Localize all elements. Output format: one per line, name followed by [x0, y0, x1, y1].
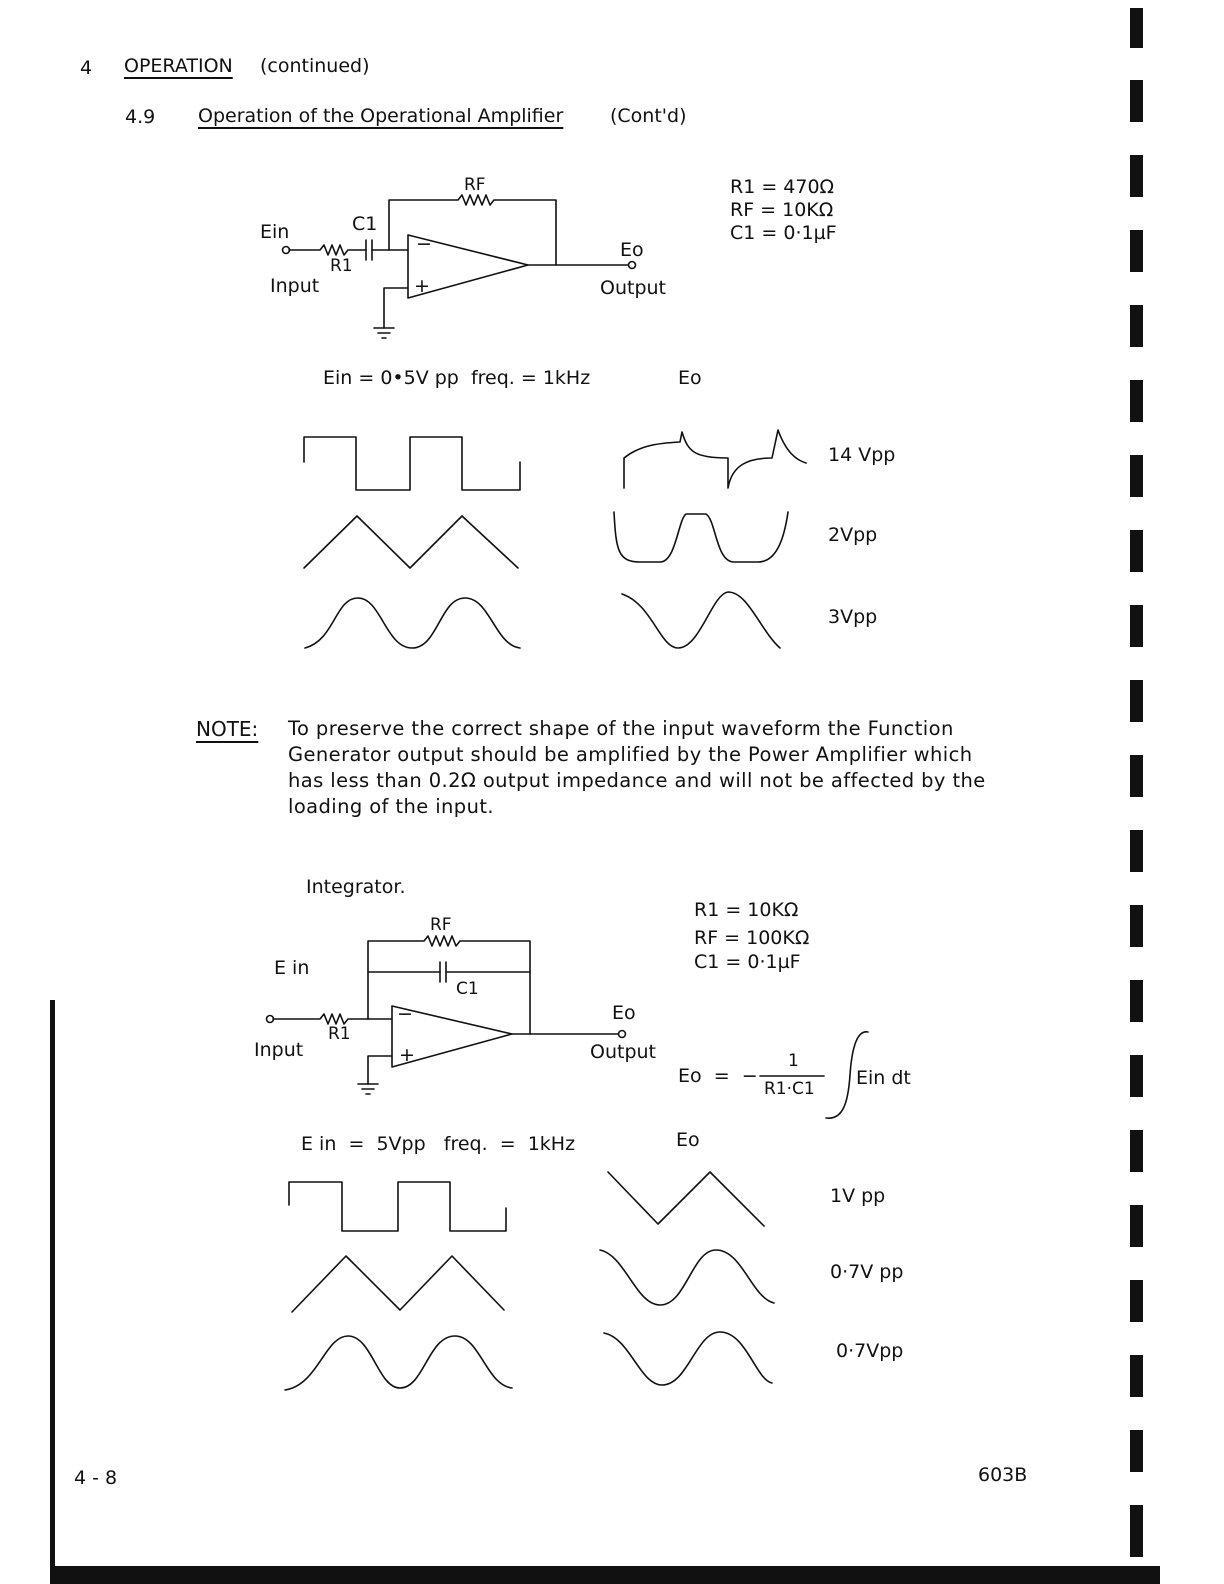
diff-value-rf: RF = 10KΩ [730, 199, 834, 221]
diff-output-level-3: 3Vpp [828, 606, 878, 628]
diff-opamp-triangle [407, 234, 529, 299]
margin-bar [1130, 605, 1143, 647]
differentiator-schematic [281, 194, 637, 339]
margin-bar [1130, 905, 1143, 947]
margin-bar [1130, 980, 1143, 1022]
diff-output-sine [621, 591, 781, 649]
section-suffix: (Cont'd) [610, 105, 687, 127]
int-plus-sign: + [399, 1044, 415, 1066]
diff-output-rounded-square [613, 511, 789, 563]
integral-sign [825, 1031, 869, 1119]
int-output-label: Output [590, 1041, 656, 1063]
formula-integrand: Ein dt [856, 1067, 911, 1089]
margin-bar [1130, 1505, 1143, 1557]
int-ein-label: E in [274, 957, 310, 979]
int-output-terminal [617, 1029, 627, 1039]
margin-bar [1130, 305, 1143, 347]
diff-input-triangle [303, 515, 519, 569]
diff-rf-label: RF [464, 175, 486, 195]
formula-lhs: Eo = − [678, 1065, 758, 1087]
margin-bar [1130, 1280, 1143, 1322]
section-title: Operation of the Operational Amplifier [198, 105, 564, 127]
int-value-r1: R1 = 10KΩ [694, 899, 799, 921]
margin-bar [1130, 1355, 1143, 1397]
margin-bar [1130, 8, 1143, 48]
int-rf-label: RF [430, 915, 452, 935]
diff-output-spikes [623, 429, 807, 489]
note-text: To preserve the correct shape of the inp… [288, 717, 986, 818]
diff-output-level-2: 2Vpp [828, 524, 878, 546]
int-input-triangle [291, 1255, 505, 1313]
diff-output-level-1: 14 Vpp [828, 444, 896, 466]
int-input-sine [284, 1335, 513, 1391]
diff-value-r1: R1 = 470Ω [730, 176, 835, 198]
int-value-rf: RF = 100KΩ [694, 927, 810, 949]
int-output-level-2: 0·7V pp [830, 1261, 904, 1283]
int-eo-label: Eo [612, 1002, 636, 1024]
margin-bar [1130, 680, 1143, 722]
diff-r1-label: R1 [330, 256, 353, 276]
margin-bar [1130, 230, 1143, 272]
section-number: 4.9 [125, 106, 156, 128]
int-r1-label: R1 [328, 1024, 351, 1044]
chapter-title: OPERATION [124, 55, 233, 77]
diff-ein-label: Ein [260, 221, 290, 243]
margin-bar [1130, 1430, 1143, 1472]
chapter-number: 4 [80, 57, 93, 79]
int-output-triangle [607, 1171, 765, 1227]
margin-bar [1130, 155, 1143, 197]
model-number: 603B [978, 1464, 1028, 1486]
diff-value-c1: C1 = 0·1µF [730, 222, 837, 244]
diff-input-sine [304, 597, 521, 649]
int-output-sine-2 [603, 1331, 773, 1386]
integrator-schematic [265, 935, 627, 1095]
int-input-label: Input [254, 1039, 304, 1061]
int-output-sine-1 [599, 1249, 775, 1306]
margin-bar [1130, 755, 1143, 797]
left-edge-bar [50, 1000, 55, 1584]
page-number: 4 - 8 [74, 1467, 118, 1489]
int-input-caption: E in = 5Vpp freq. = 1kHz [301, 1133, 576, 1155]
formula-denominator: R1·C1 [764, 1079, 815, 1099]
diff-plus-sign: + [414, 275, 430, 297]
int-output-caption: Eo [676, 1129, 700, 1151]
margin-bar [1130, 1130, 1143, 1172]
diff-c1-label: C1 [352, 213, 378, 235]
int-opamp-triangle [391, 1005, 513, 1068]
margin-bar [1130, 530, 1143, 572]
chapter-suffix: (continued) [260, 55, 370, 77]
margin-bar [1130, 380, 1143, 422]
int-value-c1: C1 = 0·1µF [694, 951, 801, 973]
int-output-level-1: 1V pp [830, 1185, 886, 1207]
diff-input-caption: Ein = 0•5V pp freq. = 1kHz [323, 367, 591, 389]
diff-output-terminal [627, 260, 637, 270]
int-c1-label: C1 [456, 979, 479, 999]
diff-input-label: Input [270, 275, 320, 297]
margin-bar [1130, 80, 1143, 122]
diff-output-caption: Eo [678, 367, 702, 389]
integrator-title: Integrator. [306, 876, 406, 898]
margin-bar [1130, 1205, 1143, 1247]
margin-bar [1130, 830, 1143, 872]
int-output-level-3: 0·7Vpp [836, 1340, 904, 1362]
margin-bar [1130, 1055, 1143, 1097]
formula-numerator: 1 [788, 1051, 799, 1071]
diff-output-label: Output [600, 277, 666, 299]
bottom-edge-bar [50, 1566, 1160, 1584]
margin-bar [1130, 455, 1143, 497]
diff-input-square [303, 436, 521, 491]
note-label: NOTE: [196, 717, 259, 741]
int-input-square [288, 1181, 507, 1232]
diff-eo-label: Eo [620, 239, 644, 261]
